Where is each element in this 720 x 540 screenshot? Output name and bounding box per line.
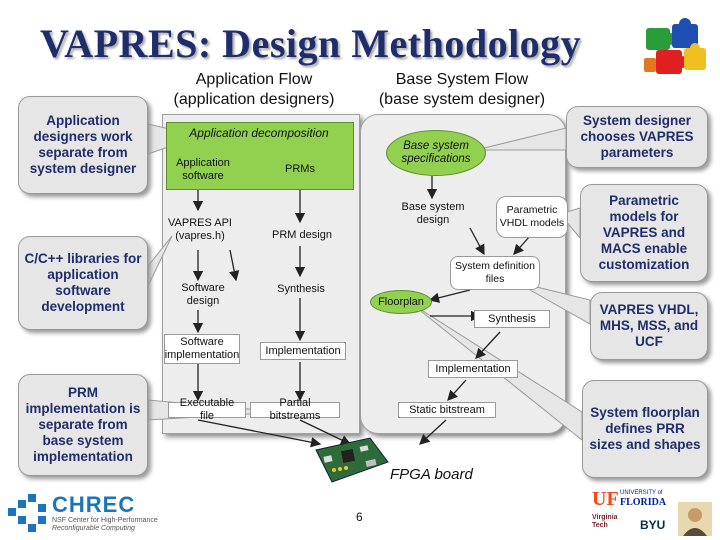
software-design-node: Software design xyxy=(181,282,225,307)
static-bitstream-node: Static bitstream xyxy=(398,402,496,418)
callout-vapres-files: VAPRES VHDL, MHS, MSS, and UCF xyxy=(590,292,708,360)
chrec-subtitle-1: NSF Center for High-Performance xyxy=(52,517,158,524)
callout-pointer-sys-designer xyxy=(475,127,567,151)
implementation-node-base: Implementation xyxy=(428,360,518,378)
callout-prm-implementation: PRM implementation is separate from base… xyxy=(18,374,148,476)
synthesis-node-app: Synthesis xyxy=(277,282,325,295)
application-flow-title: Application Flow xyxy=(195,71,313,88)
callout-floorplan-defines: System floorplan defines PRR sizes and s… xyxy=(582,380,708,478)
page-number: 6 xyxy=(356,510,363,524)
vt-line-2: Tech xyxy=(592,522,608,529)
prm-design-node: PRM design xyxy=(272,228,332,241)
puzzle-icon xyxy=(644,18,706,74)
application-decomposition-box xyxy=(166,122,354,190)
base-system-specifications-node: Base system specifications xyxy=(386,130,486,176)
callout-pointer-cpp-libs xyxy=(147,235,173,287)
base-system-design-node: Base system design xyxy=(401,201,465,226)
synthesis-node-base: Synthesis xyxy=(474,310,550,328)
base-system-flow-title: Base System Flow xyxy=(395,71,529,88)
chrec-mark-icon xyxy=(8,494,46,532)
prms-node: PRMs xyxy=(285,162,315,175)
byu-logo: BYU xyxy=(640,518,666,532)
partial-bitstreams-node: Partial bitstreams xyxy=(250,397,340,422)
chrec-logo: CHREC NSF Center for High-Performance Re… xyxy=(6,492,158,536)
application-software-node: Application software xyxy=(176,157,230,182)
application-flow-subtitle: (application designers) xyxy=(173,91,335,108)
executable-file-node: Executable file xyxy=(168,397,246,422)
base-system-flow-subtitle: (base system designer) xyxy=(378,91,546,108)
vt-line-1: Virginia xyxy=(592,514,618,521)
parametric-vhdl-models-node: Parametric VHDL models xyxy=(496,196,568,238)
callout-cpp-libraries: C/C++ libraries for application software… xyxy=(18,236,148,330)
uf-mark: UF xyxy=(592,488,619,510)
page-title: VAPRES: Design Methodology xyxy=(40,21,582,66)
chrec-name: CHREC xyxy=(52,492,136,517)
callout-system-designer: System designer chooses VAPRES parameter… xyxy=(566,106,708,168)
uf-line-2: UNIVERSITY of xyxy=(620,490,663,496)
software-implementation-node: Software implementation xyxy=(164,334,240,364)
system-definition-files-node: System definition files xyxy=(450,256,540,290)
fpga-board-image xyxy=(315,437,389,483)
application-flow-header: Application Flow (application designers) xyxy=(164,70,344,110)
vt-logo: Virginia Tech xyxy=(592,514,618,530)
uf-line-3: FLORIDA xyxy=(620,497,667,508)
application-decomposition-label: Application decomposition xyxy=(189,125,329,140)
fpga-board-label: FPGA board xyxy=(390,466,473,483)
university-logos: UF UNIVERSITY of FLORIDA Virginia Tech B… xyxy=(590,488,716,538)
callout-application-designers: Application designers work separate from… xyxy=(18,96,148,194)
chrec-subtitle-2: Reconfigurable Computing xyxy=(52,525,135,532)
floorplan-node: Floorplan xyxy=(370,290,432,314)
base-system-flow-header: Base System Flow (base system designer) xyxy=(372,70,552,110)
portrait-icon xyxy=(678,502,712,536)
vapres-api-node: VAPRES API (vapres.h) xyxy=(168,217,232,242)
implementation-node-app: Implementation xyxy=(260,342,346,360)
callout-parametric-models: Parametric models for VAPRES and MACS en… xyxy=(580,184,708,282)
